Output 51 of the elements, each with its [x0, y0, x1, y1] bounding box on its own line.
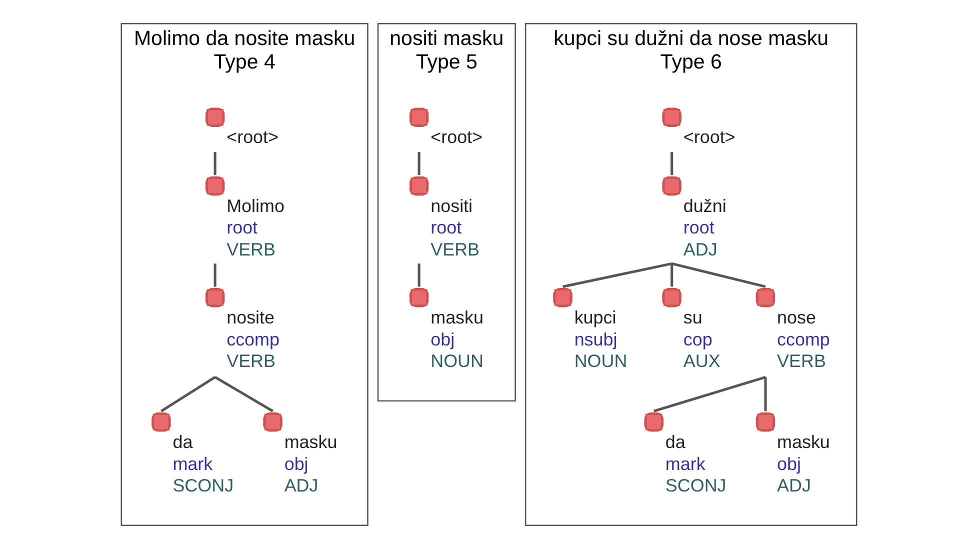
node-label: ccomp [776, 329, 830, 350]
node-label: root [226, 218, 258, 238]
connector [214, 376, 273, 412]
node-label: mark [172, 454, 212, 474]
node-label: VERB [430, 240, 480, 260]
connector [562, 262, 672, 288]
node-label: Molimo [226, 196, 284, 216]
node-label: <root> [682, 127, 735, 148]
connector [417, 264, 420, 287]
node-label: su [682, 308, 702, 328]
node-label: mark [664, 454, 705, 474]
node-label: nose [776, 308, 816, 328]
node-label: VERB [776, 351, 826, 372]
node-label: obj [284, 454, 308, 474]
node-label: root [430, 218, 462, 238]
node-label: masku [284, 432, 337, 452]
node-label: NOUN [430, 351, 483, 372]
node-label: ADJ [776, 476, 810, 496]
connector [653, 376, 766, 412]
node-label: AUX [682, 351, 720, 372]
connector [417, 152, 420, 176]
node-label: obj [430, 329, 454, 350]
connector [160, 376, 216, 412]
node-label: da [664, 432, 685, 452]
node-label: masku [776, 432, 830, 452]
node-label: nosite [226, 308, 274, 328]
connector [213, 264, 216, 287]
node-label: SCONJ [172, 476, 234, 496]
node-label: NOUN [574, 351, 627, 372]
node-label: VERB [226, 351, 275, 372]
connector [213, 152, 216, 176]
node-label: ccomp [226, 329, 279, 350]
node-label: <root> [430, 127, 482, 148]
node-label: da [172, 432, 192, 452]
node-label: kupci [574, 308, 616, 328]
node-label: masku [430, 308, 484, 328]
connector [670, 264, 673, 287]
node-label: dužni [682, 196, 726, 216]
node-label: ADJ [682, 240, 717, 260]
connector [670, 152, 673, 176]
node-label: obj [776, 454, 801, 474]
node-label: VERB [226, 240, 275, 260]
node-label: cop [682, 329, 712, 350]
node-label: root [682, 218, 714, 238]
node-label: SCONJ [664, 476, 726, 496]
node-label: nsubj [574, 329, 617, 350]
node-label: nositi [430, 196, 472, 216]
connector [671, 262, 766, 288]
node-label: <root> [226, 127, 278, 148]
connector [764, 377, 766, 412]
node-label: ADJ [284, 476, 318, 496]
